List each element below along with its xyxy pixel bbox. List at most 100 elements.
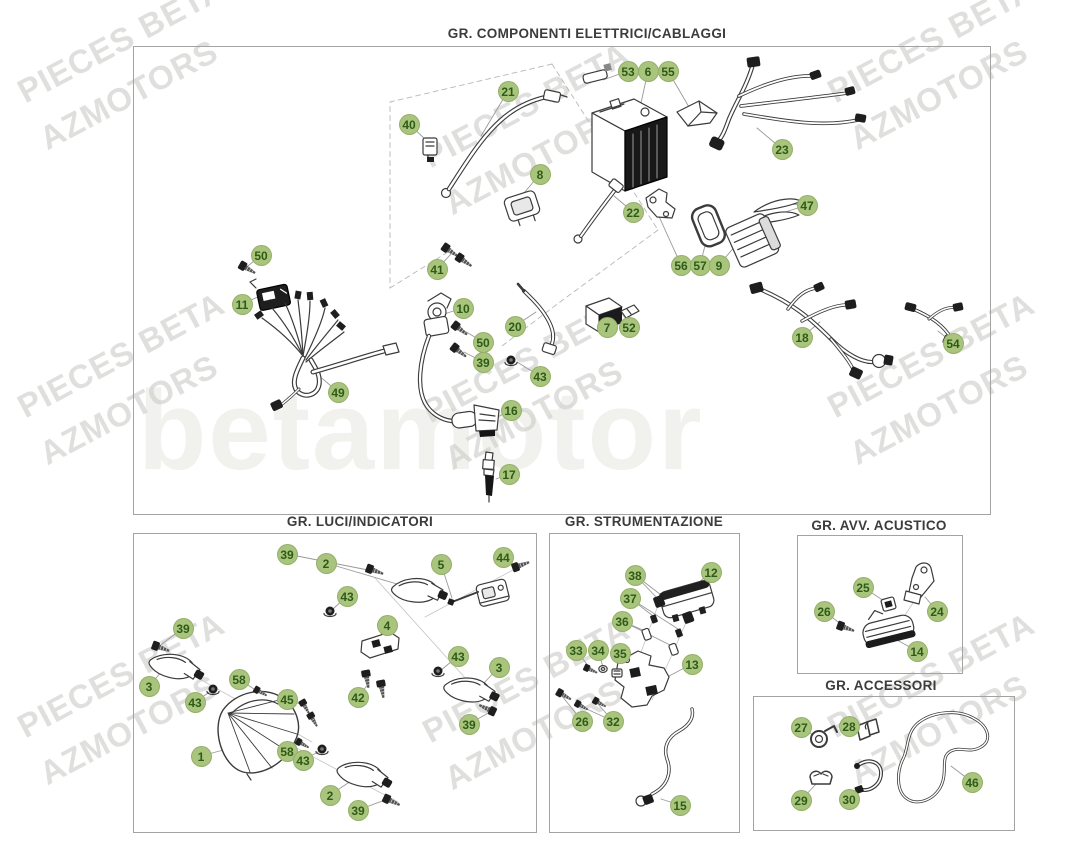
callout-luci-3[interactable]: 3	[138, 675, 160, 697]
callout-luci-45[interactable]: 45	[276, 688, 298, 710]
part-screws-37	[650, 614, 683, 638]
callout-elettrici-10[interactable]: 10	[452, 297, 474, 319]
callout-elettrici-43[interactable]: 43	[529, 365, 551, 387]
callout-luci-43[interactable]: 43	[336, 585, 358, 607]
callout-luci-39[interactable]: 39	[458, 713, 480, 735]
callout-elettrici-16[interactable]: 16	[500, 399, 522, 421]
callout-luci-44[interactable]: 44	[492, 546, 514, 568]
callout-elettrici-41[interactable]: 41	[426, 258, 448, 280]
part-plate-52	[620, 304, 640, 319]
callout-accessori-46[interactable]: 46	[961, 771, 983, 793]
callout-elettrici-18[interactable]: 18	[791, 326, 813, 348]
part-washer-34	[598, 664, 608, 673]
part-bolt-39c	[476, 700, 499, 718]
callout-elettrici-20[interactable]: 20	[504, 315, 526, 337]
callout-luci-1[interactable]: 1	[190, 745, 212, 767]
callout-elettrici-50[interactable]: 50	[472, 331, 494, 353]
callout-strumentazione-38[interactable]: 38	[624, 564, 646, 586]
callout-elettrici-47[interactable]: 47	[796, 194, 818, 216]
callout-strumentazione-33[interactable]: 33	[565, 639, 587, 661]
part-bolt-26s	[554, 687, 574, 704]
callout-acustico-25[interactable]: 25	[852, 576, 874, 598]
callout-luci-39[interactable]: 39	[172, 617, 194, 639]
callout-strumentazione-37[interactable]: 37	[619, 587, 641, 609]
callout-accessori-29[interactable]: 29	[790, 789, 812, 811]
callout-elettrici-6[interactable]: 6	[637, 60, 659, 82]
part-fuse-53	[582, 63, 612, 84]
part-ecu-9	[725, 213, 781, 268]
callout-elettrici-55[interactable]: 55	[657, 60, 679, 82]
part-nut-43e	[504, 354, 518, 367]
callout-luci-43[interactable]: 43	[447, 645, 469, 667]
callout-luci-58[interactable]: 58	[276, 740, 298, 762]
callout-elettrici-9[interactable]: 9	[708, 254, 730, 276]
part-hook-30	[854, 759, 883, 794]
callout-luci-43[interactable]: 43	[184, 691, 206, 713]
callout-elettrici-50[interactable]: 50	[250, 244, 272, 266]
part-nut-43d	[315, 743, 329, 756]
callout-luci-43[interactable]: 43	[292, 749, 314, 771]
construction-lines-dashed	[389, 63, 659, 347]
callout-accessori-27[interactable]: 27	[790, 716, 812, 738]
callout-elettrici-49[interactable]: 49	[327, 381, 349, 403]
callout-luci-3[interactable]: 3	[488, 656, 510, 678]
construction-lines-solid	[161, 561, 921, 803]
callout-elettrici-56[interactable]: 56	[670, 254, 692, 276]
callout-luci-2[interactable]: 2	[319, 784, 341, 806]
callout-strumentazione-35[interactable]: 35	[609, 642, 631, 664]
part-spark-plug-17	[482, 451, 495, 503]
callout-elettrici-54[interactable]: 54	[942, 332, 964, 354]
callout-acustico-14[interactable]: 14	[906, 640, 928, 662]
callout-elettrici-39[interactable]: 39	[472, 351, 494, 373]
callout-elettrici-52[interactable]: 52	[618, 316, 640, 338]
part-bolt-44	[510, 557, 532, 574]
callout-elettrici-23[interactable]: 23	[771, 138, 793, 160]
callout-elettrici-22[interactable]: 22	[622, 201, 644, 223]
part-cable-22	[573, 178, 624, 244]
callout-strumentazione-13[interactable]: 13	[681, 653, 703, 675]
part-cable-20	[516, 282, 557, 355]
callout-accessori-28[interactable]: 28	[838, 715, 860, 737]
callout-strumentazione-26[interactable]: 26	[571, 710, 593, 732]
callout-luci-5[interactable]: 5	[430, 553, 452, 575]
callout-luci-4[interactable]: 4	[376, 614, 398, 636]
section-box-strumentazione	[549, 533, 740, 833]
part-bracket-56	[645, 188, 676, 219]
callout-luci-39[interactable]: 39	[276, 543, 298, 565]
section-title-accessori: GR. ACCESSORI	[825, 678, 937, 693]
callout-elettrici-8[interactable]: 8	[529, 163, 551, 185]
callout-strumentazione-15[interactable]: 15	[669, 794, 691, 816]
callout-strumentazione-36[interactable]: 36	[611, 610, 633, 632]
part-plate-light-5	[447, 578, 510, 607]
part-bolt-32b	[590, 695, 608, 711]
part-bolt-42a	[360, 668, 374, 690]
part-relay-11	[249, 278, 291, 311]
callout-luci-58[interactable]: 58	[228, 668, 250, 690]
callout-elettrici-17[interactable]: 17	[498, 463, 520, 485]
callout-strumentazione-34[interactable]: 34	[587, 639, 609, 661]
part-bolt-26a	[835, 619, 857, 636]
part-bolt-39e	[448, 341, 470, 361]
section-title-elettrici: GR. COMPONENTI ELETTRICI/CABLAGGI	[447, 26, 727, 41]
part-bolt-42b	[375, 678, 389, 700]
callout-luci-42[interactable]: 42	[347, 686, 369, 708]
part-blinker-2b	[333, 755, 397, 796]
callout-elettrici-57[interactable]: 57	[689, 254, 711, 276]
callout-elettrici-11[interactable]: 11	[231, 293, 253, 315]
callout-acustico-26[interactable]: 26	[813, 600, 835, 622]
part-cable-15	[635, 707, 695, 807]
callout-elettrici-40[interactable]: 40	[398, 113, 420, 135]
callout-accessori-30[interactable]: 30	[838, 788, 860, 810]
callout-elettrici-7[interactable]: 7	[596, 316, 618, 338]
part-harness-23	[709, 56, 867, 151]
callout-luci-39[interactable]: 39	[347, 799, 369, 821]
part-wedge-55	[676, 100, 718, 127]
part-blinker-2a	[389, 574, 451, 608]
callout-acustico-24[interactable]: 24	[926, 600, 948, 622]
callout-elettrici-21[interactable]: 21	[497, 80, 519, 102]
callout-luci-2[interactable]: 2	[315, 552, 337, 574]
callout-strumentazione-32[interactable]: 32	[602, 710, 624, 732]
callout-strumentazione-12[interactable]: 12	[700, 561, 722, 583]
callout-elettrici-53[interactable]: 53	[617, 60, 639, 82]
